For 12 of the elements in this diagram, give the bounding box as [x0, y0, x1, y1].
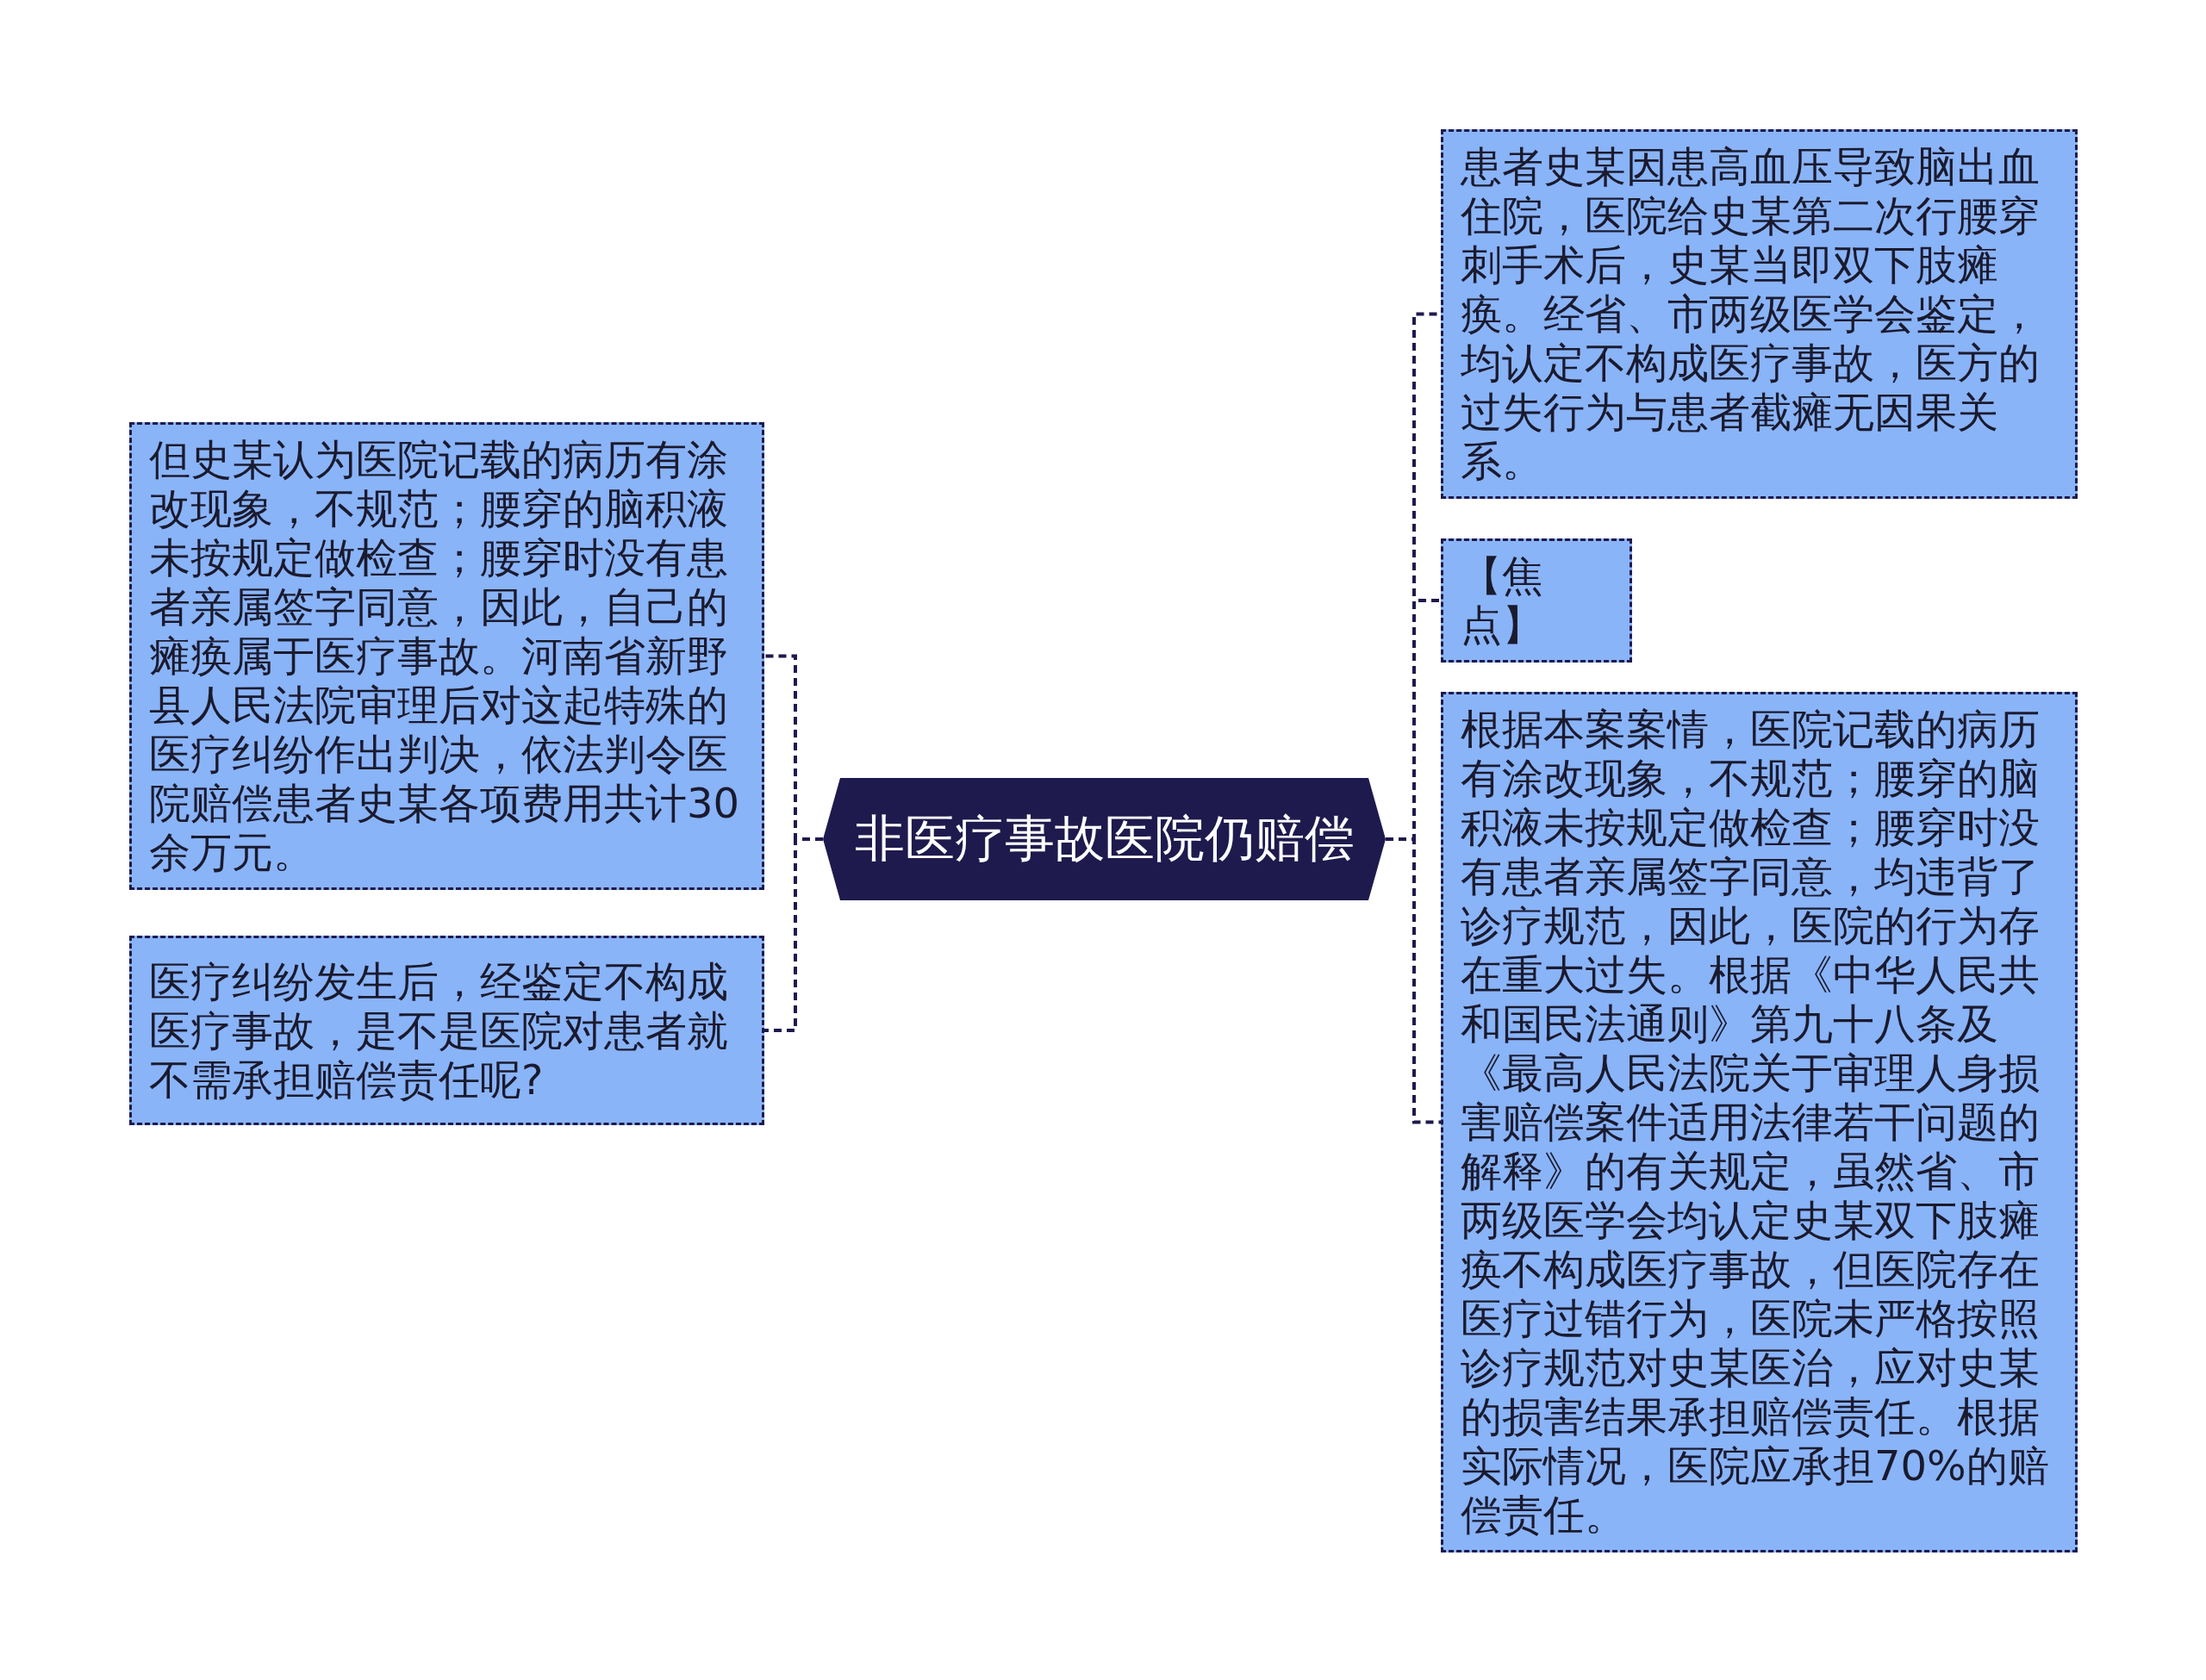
- paragraph: 但史某认为医院记载的病历有涂改现象，不规范；腰穿的脑积液未按规定做检查；腰穿时没有患者亲属签字同意，因此，自己的瘫痪属于医疗事故。河南省新野县人民法院审理后对这起特殊的医疗纠纷作出判决，依法判令医院赔偿患者史某各项费用共计30余万元。: [149, 435, 741, 877]
- connector-line: [1386, 837, 1441, 1124]
- text-box: [1441, 538, 1632, 663]
- paragraph: 【焦点】: [1461, 551, 1544, 650]
- topic-hexagon: [823, 778, 1386, 900]
- connector-line: [764, 837, 823, 1032]
- paragraph: 患者史某因患高血压导致脑出血住院，医院给史某第二次行腰穿刺手术后，史某当即双下肢瘫痪。经省、市两级医学会鉴定，均认定不构成医疗事故，医方的过失行为与患者截瘫无因果关系。: [1461, 142, 2041, 486]
- text-box: [1441, 129, 2078, 499]
- topic-title: 非医疗事故医院仍赔偿: [854, 808, 1355, 869]
- paragraph: 根据本案案情，医院记载的病历有涂改现象，不规范；腰穿的脑积液未按规定做检查；腰穿时没有患者亲属签字同意，均违背了诊疗规范，因此，医院的行为存在重大过失。根据《中华人民共和国民法通则》第九十八条及《最高人民法院关于审理人身损害赔偿案件适用法律若干问题的解释》的有关规定，虽然省、市两级医学会均认定史某双下肢瘫痪不构成医疗事故，但医院存在医疗过错行为，医院未严格按照诊疗规范对史某医治，应对史某的损害结果承担赔偿责任。根据实际情况，医院应承担70%的赔偿责任。: [1461, 705, 2050, 1540]
- text-box: [129, 936, 764, 1125]
- paragraph: 医疗纠纷发生后，经鉴定不构成医疗事故，是不是医院对患者就不需承担赔偿责任呢?: [149, 956, 729, 1104]
